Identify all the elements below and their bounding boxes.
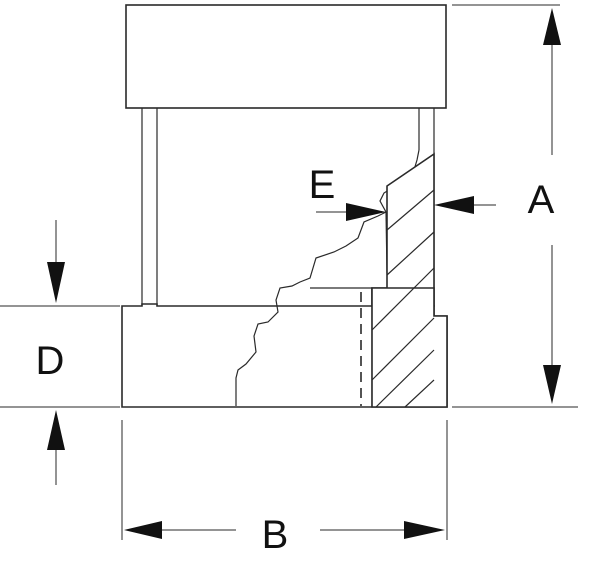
dim-e-label: E [309,163,336,207]
dim-d-arrow-top [47,262,65,303]
dim-a-label: A [528,178,555,222]
hatch-line [371,267,435,331]
hatch-line [386,231,435,276]
dim-a-arrow-top [543,8,561,45]
dim-e-arrow-right [434,196,474,214]
dim-b-label: B [262,513,289,557]
hatched-wall-upper [371,152,435,307]
hatch-line [375,349,435,408]
dim-b-arrow-left [124,521,162,539]
dim-d-label: D [36,339,65,383]
hatch-line [371,317,435,381]
dim-b-arrow-right [404,521,445,539]
hatch-line [386,189,435,231]
dim-e-arrow-left [346,203,386,221]
dim-d-arrow-bottom [47,410,65,450]
dim-a-arrow-bottom [543,365,561,404]
top-cap [125,4,447,109]
hatch-line [404,379,435,408]
hatched-wall-lower [371,287,448,408]
